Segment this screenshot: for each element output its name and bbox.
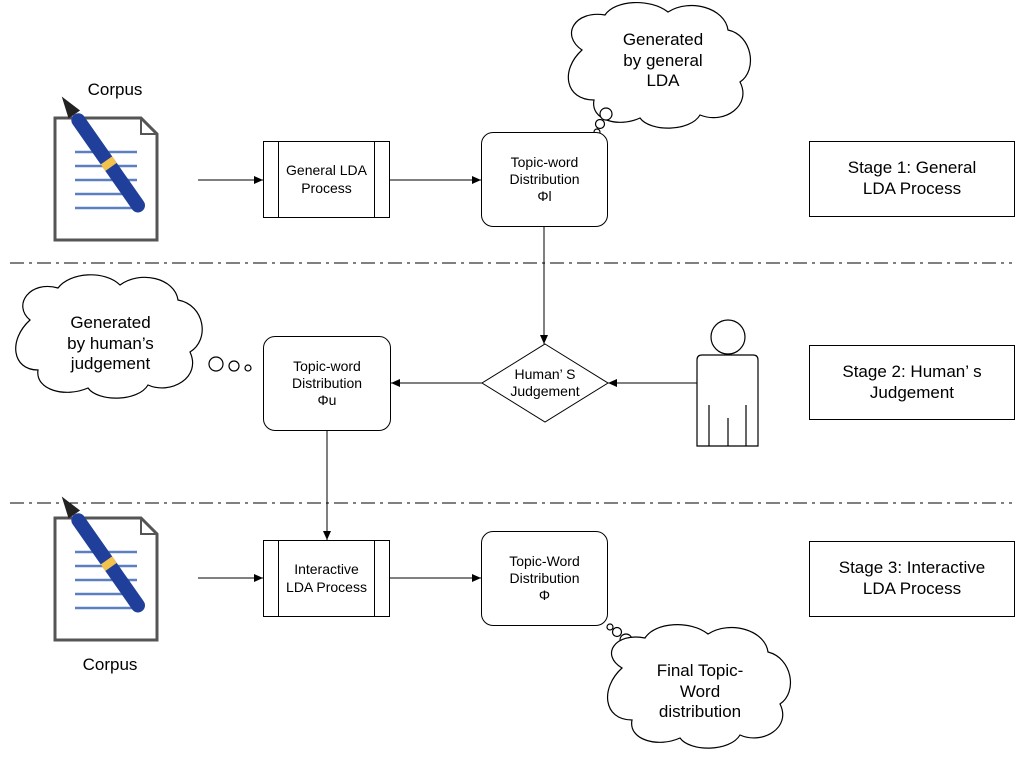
cloud-general-text: Generated by general LDA — [598, 30, 728, 92]
corpus-label-top-text: Corpus — [87, 80, 143, 99]
cloud-final-callout — [606, 623, 791, 749]
cloud-general-line1: Generated — [622, 30, 704, 49]
general-lda-process-box: General LDA Process — [263, 141, 390, 218]
dist-final-line3: Φ — [538, 587, 551, 604]
stage3-line2: LDA Process — [862, 579, 962, 598]
judgement-line2: Judgement — [510, 382, 580, 399]
dist-final-line2: Distribution — [509, 569, 580, 586]
cloud-general-line3: LDA — [646, 71, 680, 91]
judgement-diamond — [481, 343, 609, 423]
dist-general-line3: Φl — [537, 188, 552, 205]
stage2-line1: Stage 2: Human’ s — [842, 361, 982, 381]
stage-1-box: Stage 1: General LDA Process — [809, 141, 1015, 217]
dist-final-line1: Topic-Word — [509, 552, 580, 569]
corpus-label-top: Corpus — [70, 80, 160, 100]
cloud-general-callout — [567, 1, 752, 136]
cloud-human-callout — [15, 274, 252, 399]
cloud-human-line3: judgement — [70, 354, 151, 374]
stage1-line1: Stage 1: General — [847, 158, 977, 178]
corpus-label-bottom: Corpus — [65, 655, 155, 675]
stage2-line2: Judgement — [869, 382, 955, 402]
cloud-final-line1: Final Topic- — [656, 661, 744, 680]
judgement-text: Human’ S Judgement — [490, 366, 600, 399]
person-icon — [696, 319, 759, 447]
interactive-process-line1: Interactive — [294, 561, 359, 578]
cloud-general-line2: by general — [623, 50, 703, 70]
stage3-line1: Stage 3: Interactive — [838, 558, 986, 578]
judgement-line1: Human’ S — [514, 366, 576, 382]
cloud-human-text: Generated by human’s judgement — [38, 313, 183, 375]
interactive-lda-process-box: Interactive LDA Process — [263, 540, 390, 617]
general-process-line2: Process — [301, 179, 352, 196]
stage-3-box: Stage 3: Interactive LDA Process — [809, 541, 1015, 617]
general-process-line1: General LDA — [286, 162, 367, 179]
corpus-label-bottom-text: Corpus — [82, 655, 138, 674]
cloud-final-text: Final Topic- Word distribution — [630, 661, 770, 723]
topic-word-distribution-general: Topic-word Distribution Φl — [481, 132, 608, 227]
cloud-final-line2: Word — [679, 681, 721, 701]
dist-user-line2: Distribution — [291, 374, 363, 391]
topic-word-distribution-user: Topic-word Distribution Φu — [263, 336, 391, 431]
dist-user-line3: Φu — [317, 392, 337, 409]
stage-2-box: Stage 2: Human’ s Judgement — [809, 345, 1015, 420]
topic-word-distribution-final: Topic-Word Distribution Φ — [481, 531, 608, 626]
stage1-line2: LDA Process — [862, 179, 962, 198]
cloud-human-line1: Generated — [70, 313, 151, 332]
document-pen-icon — [53, 96, 159, 242]
document-pen-icon — [53, 496, 159, 642]
cloud-human-line2: by human’s — [67, 333, 154, 353]
dist-general-line2: Distribution — [509, 170, 580, 187]
interactive-process-line2: LDA Process — [286, 578, 367, 595]
dist-user-line1: Topic-word — [293, 357, 361, 374]
cloud-final-line3: distribution — [658, 702, 742, 722]
dist-general-line1: Topic-word — [510, 153, 579, 170]
